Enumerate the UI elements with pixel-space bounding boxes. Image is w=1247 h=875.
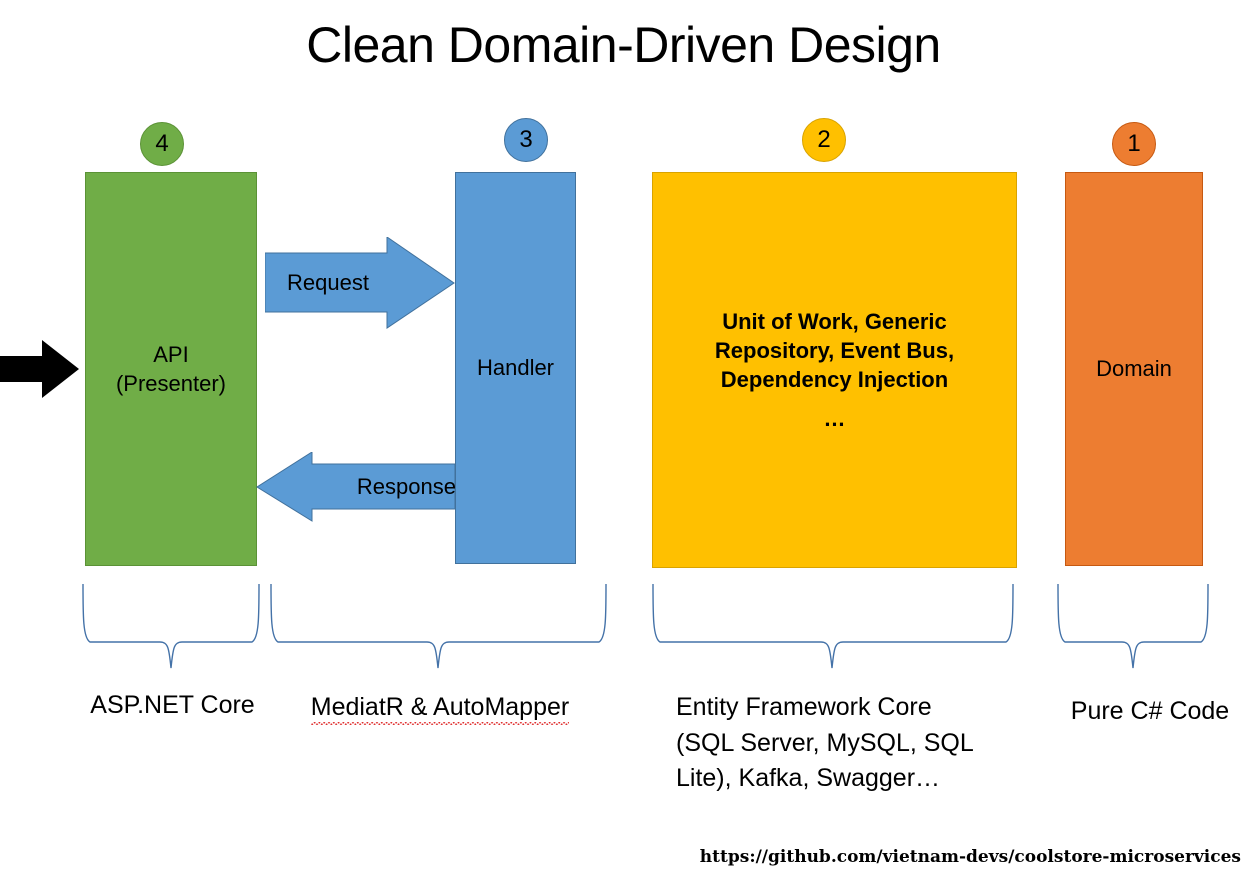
infra-label-ellipsis: … — [823, 406, 846, 432]
infra-label-line-3: Dependency Injection — [720, 367, 949, 392]
brace-layer-1 — [1057, 583, 1209, 669]
layer-badge-1-label: 1 — [1127, 130, 1141, 157]
inbound-request-arrow-icon — [0, 340, 79, 398]
caption-layer-1-text: Pure C# Code — [1070, 697, 1230, 725]
layer-box-handler[interactable]: Handler — [455, 172, 576, 564]
caption-layer-4-text: ASP.NET Core — [90, 691, 255, 719]
infra-label-line-1: Unit of Work, Generic — [722, 308, 947, 334]
api-label-line-1: API — [153, 341, 189, 367]
caption-layer-4: ASP.NET Core — [60, 688, 285, 724]
caption-layer-2-line-1: Entity Framework Core — [676, 693, 932, 721]
request-arrow-icon — [264, 236, 455, 329]
request-arrow: Request — [264, 236, 455, 329]
response-arrow-icon — [256, 451, 456, 522]
caption-layer-2: Entity Framework Core (SQL Server, MySQL… — [676, 690, 1036, 797]
caption-layer-3: MediatR & AutoMapper — [275, 690, 605, 726]
layer-badge-2-label: 2 — [817, 126, 831, 153]
infra-label-line-2: Repository, Event Bus, — [714, 337, 955, 363]
response-arrow-label: Response — [356, 474, 456, 499]
brace-layer-2 — [652, 583, 1014, 669]
caption-layer-2-line-3: Lite), Kafka, Swagger… — [676, 764, 941, 792]
layer-badge-4-label: 4 — [155, 130, 169, 157]
layer-box-domain-label: Domain — [1096, 356, 1172, 382]
api-label-line-2: (Presenter) — [115, 371, 227, 396]
layer-box-handler-label: Handler — [476, 355, 555, 381]
layer-box-infrastructure[interactable]: Unit of Work, Generic Repository, Event … — [652, 172, 1017, 568]
layer-badge-3: 3 — [504, 118, 548, 162]
brace-layer-3 — [270, 583, 607, 669]
response-arrow: Response — [256, 451, 456, 522]
layer-badge-2: 2 — [802, 118, 846, 162]
caption-layer-2-line-2: (SQL Server, MySQL, SQL — [676, 728, 974, 757]
layer-box-domain[interactable]: Domain — [1065, 172, 1203, 566]
layer-badge-3-label: 3 — [519, 126, 533, 153]
caption-layer-3-text: MediatR & AutoMapper — [310, 693, 570, 725]
layer-box-api-presenter-label: API (Presenter) — [116, 340, 226, 399]
request-arrow-label: Request — [287, 270, 369, 295]
source-url[interactable]: https://github.com/vietnam-devs/coolstor… — [699, 847, 1241, 867]
layer-badge-4: 4 — [140, 122, 184, 166]
layer-badge-1: 1 — [1112, 122, 1156, 166]
page-title: Clean Domain-Driven Design — [306, 17, 941, 73]
layer-box-api-presenter[interactable]: API (Presenter) — [85, 172, 257, 566]
layer-box-infrastructure-label: Unit of Work, Generic Repository, Event … — [715, 307, 954, 434]
brace-layer-4 — [82, 583, 260, 669]
caption-layer-1: Pure C# Code — [1055, 694, 1245, 730]
